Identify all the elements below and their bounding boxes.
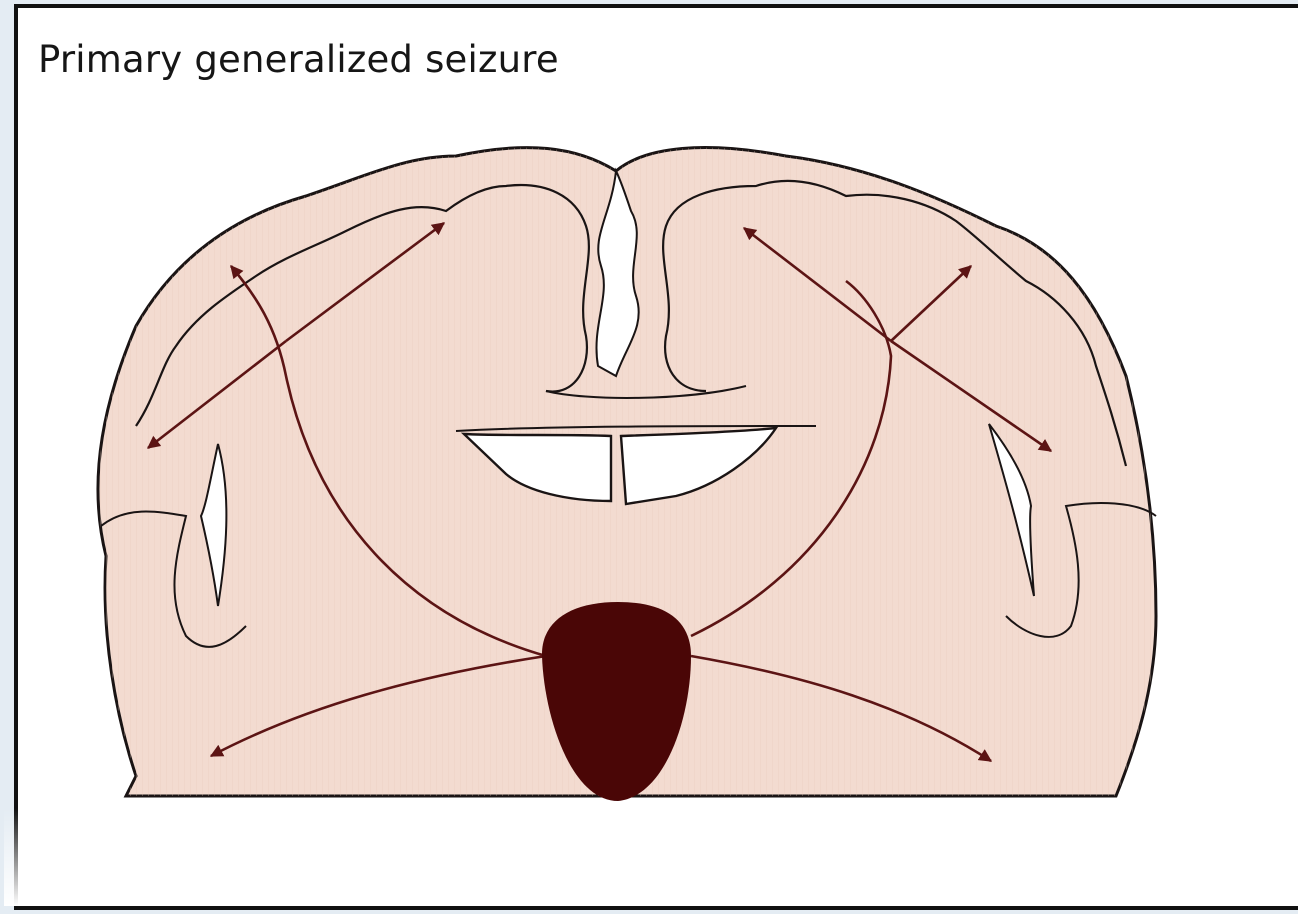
brain-diagram <box>0 0 1284 910</box>
